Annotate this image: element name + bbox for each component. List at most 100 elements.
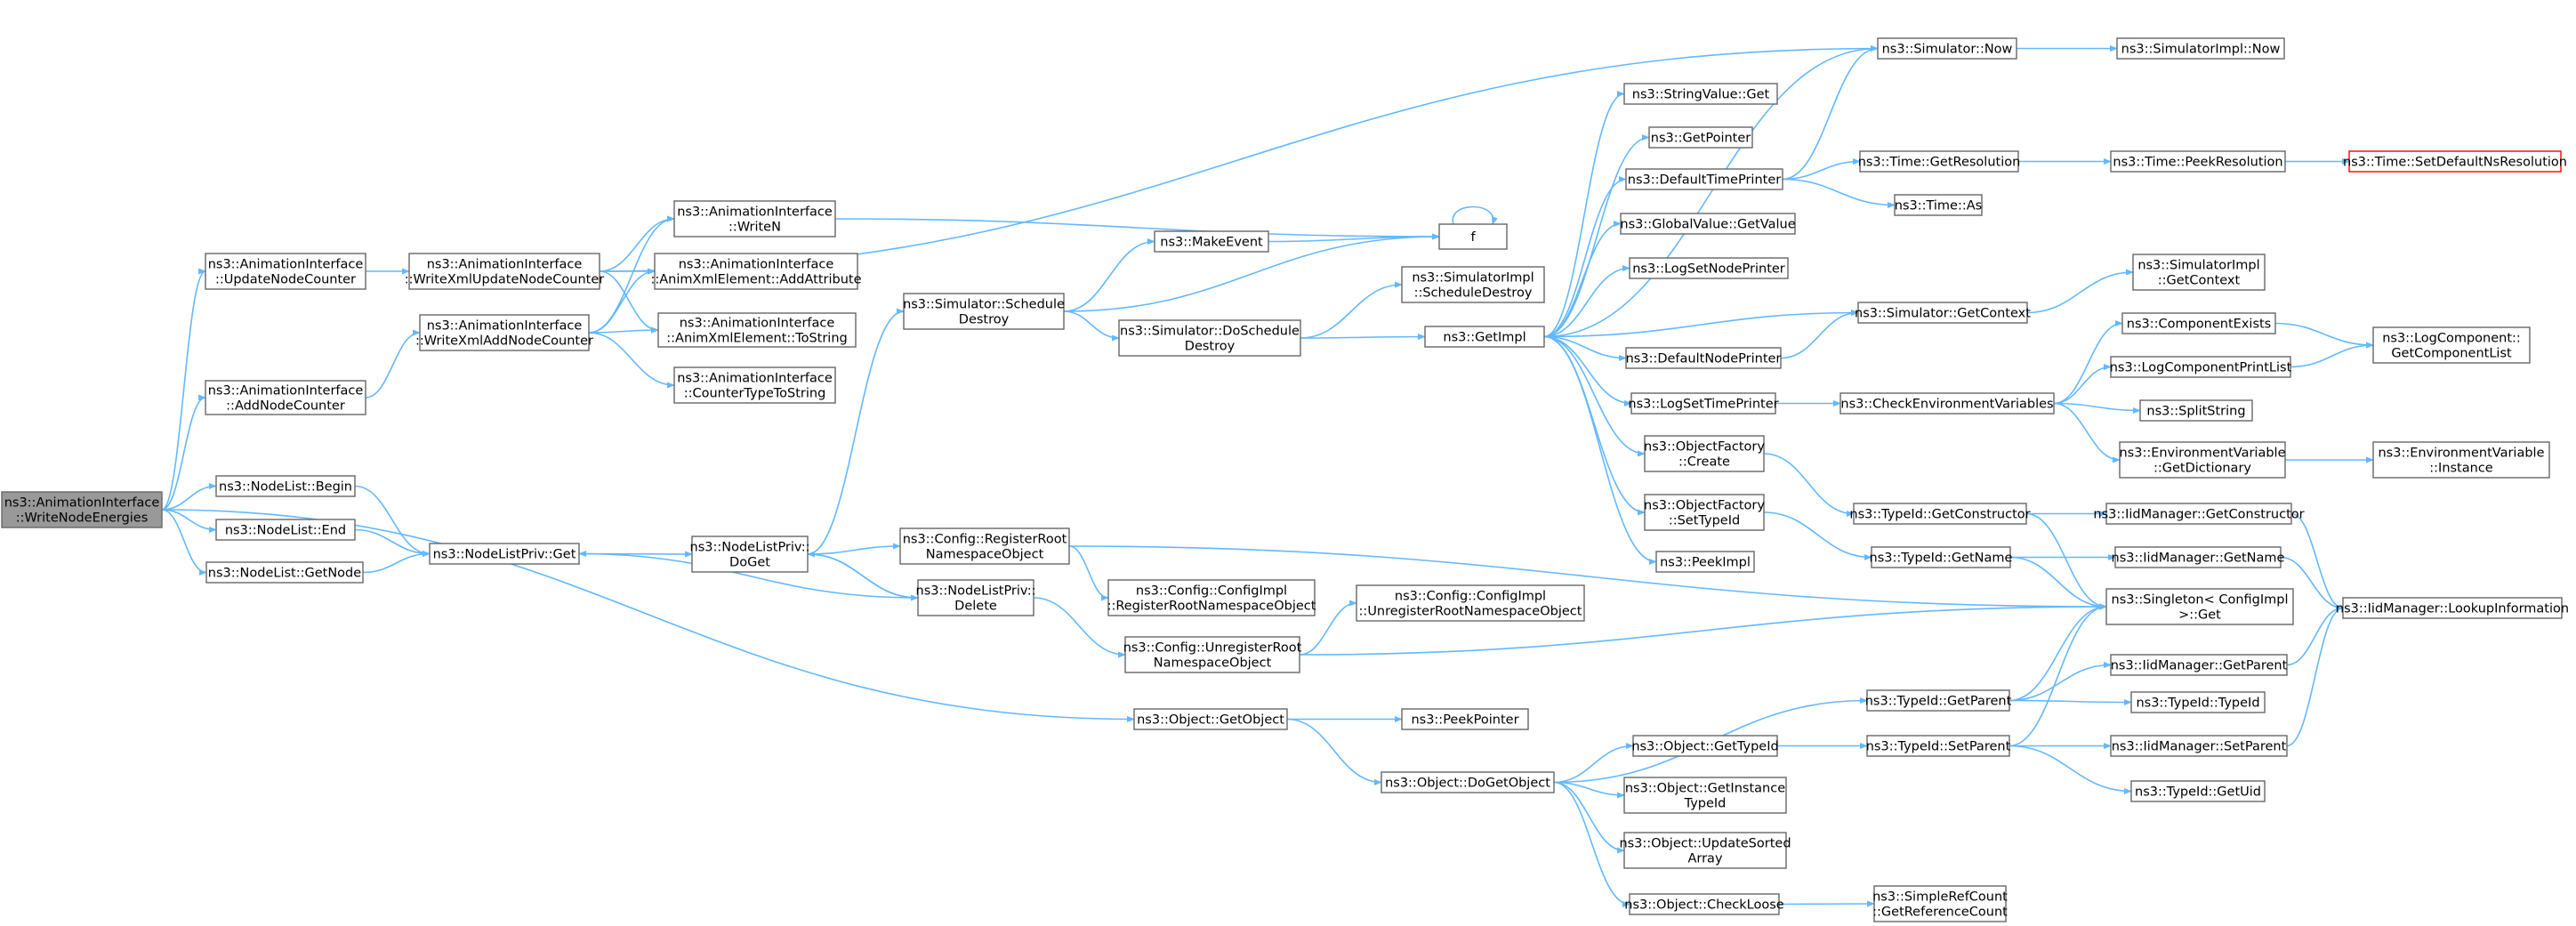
node-simimpl-now[interactable]: ns3::SimulatorImpl::Now	[2116, 37, 2285, 60]
node-f[interactable]: f	[1438, 223, 1508, 250]
node-time-as[interactable]: ns3::Time::As	[1894, 194, 1983, 216]
node-label: ns3::AnimationInterface	[427, 319, 583, 334]
node-sim-schedd[interactable]: ns3::Simulator::ScheduleDestroy	[903, 293, 1065, 330]
node-obj-dogetobject[interactable]: ns3::Object::DoGetObject	[1381, 771, 1555, 793]
node-box	[1859, 150, 2019, 173]
node-getimpl[interactable]: ns3::GetImpl	[1424, 326, 1545, 348]
node-logcomp-getlist[interactable]: ns3::LogComponent::GetComponentList	[2372, 326, 2531, 364]
node-globalval[interactable]: ns3::GlobalValue::GetValue	[1620, 213, 1796, 235]
node-iidm-lookup[interactable]: ns3::IidManager::LookupInformation	[2336, 597, 2569, 619]
node-wx-add[interactable]: ns3::AnimationInterface::WriteXmlAddNode…	[415, 314, 593, 351]
node-sim-now[interactable]: ns3::Simulator::Now	[1877, 37, 2017, 60]
node-peekimpl[interactable]: ns3::PeekImpl	[1655, 551, 1755, 573]
node-tid-typeid[interactable]: ns3::TypeId::TypeId	[2130, 691, 2266, 713]
node-label: ns3::PeekPointer	[1411, 713, 1518, 728]
node-nl-getnode[interactable]: ns3::NodeList::GetNode	[205, 561, 364, 584]
node-iidm-setparent[interactable]: ns3::IidManager::SetParent	[2110, 735, 2288, 757]
node-label: Destroy	[959, 313, 1010, 327]
node-box	[1118, 319, 1301, 357]
node-label: GetComponentList	[2391, 347, 2512, 361]
node-nl-begin[interactable]: ns3::NodeList::Begin	[215, 475, 356, 497]
node-obj-gettid[interactable]: ns3::Object::GetTypeId	[1631, 735, 1779, 757]
node-addattr[interactable]: ns3::AnimationInterface::AnimXmlElement:…	[650, 253, 862, 290]
node-cfg-unreg[interactable]: ns3::Config::UnregisterRootNamespaceObje…	[1123, 636, 1302, 673]
node-time-peekres[interactable]: ns3::Time::PeekResolution	[2110, 150, 2286, 173]
node-box	[2130, 691, 2266, 713]
node-peekpointer[interactable]: ns3::PeekPointer	[1401, 708, 1529, 730]
node-nlp-delete[interactable]: ns3::NodeListPriv::Delete	[916, 579, 1036, 616]
node-label: ns3::AnimationInterface	[679, 258, 834, 272]
node-label: ns3::ComponentExists	[2127, 318, 2272, 332]
node-iidm-getparent[interactable]: ns3::IidManager::GetParent	[2110, 654, 2288, 676]
node-strval[interactable]: ns3::StringValue::Get	[1623, 83, 1778, 105]
node-of-create[interactable]: ns3::ObjectFactory::Create	[1644, 435, 1765, 472]
node-ctype[interactable]: ns3::AnimationInterface::CounterTypeToSt…	[673, 366, 836, 404]
node-splitstring[interactable]: ns3::SplitString	[2139, 399, 2253, 422]
node-label: f	[1470, 230, 1476, 245]
edge-nlp-doget-to-sim-schedd	[807, 308, 905, 555]
node-label: ::GetContext	[2158, 274, 2241, 288]
edge-cfg-reg-to-singleton	[1068, 545, 2107, 610]
edge-deftp-to-time-as	[1782, 178, 1896, 209]
node-tid-getctor[interactable]: ns3::TypeId::GetConstructor	[1849, 503, 2031, 525]
node-srefcount[interactable]: ns3::SimpleRefCount::GetReferenceCount	[1872, 885, 2008, 922]
node-compexists[interactable]: ns3::ComponentExists	[2121, 312, 2276, 334]
node-logcompprint[interactable]: ns3::LogComponentPrintList	[2110, 356, 2292, 378]
node-box	[1866, 735, 2010, 757]
node-simimpl-sched[interactable]: ns3::SimulatorImpl::ScheduleDestroy	[1401, 266, 1545, 303]
node-nlp-doget[interactable]: ns3::NodeListPriv::DoGet	[690, 535, 810, 573]
edge-obj-dogetobject-to-obj-checkloose	[1553, 781, 1630, 908]
node-makeevent[interactable]: ns3::MakeEvent	[1154, 230, 1269, 253]
node-sim-getctx[interactable]: ns3::Simulator::GetContext	[1855, 302, 2031, 324]
edge-obj-getobject-to-obj-dogetobject	[1286, 718, 1382, 786]
node-box	[1629, 257, 1789, 279]
node-envvar-instance[interactable]: ns3::EnvironmentVariable::Instance	[2372, 441, 2550, 479]
node-deftp[interactable]: ns3::DefaultTimePrinter	[1625, 168, 1783, 190]
node-nl-end[interactable]: ns3::NodeList::End	[215, 519, 356, 541]
node-tid-getname[interactable]: ns3::TypeId::GetName	[1870, 546, 2013, 568]
node-tid-getparent[interactable]: ns3::TypeId::GetParent	[1865, 689, 2012, 712]
edge-deftp-to-time-getres	[1782, 157, 1861, 181]
node-of-settid[interactable]: ns3::ObjectFactory::SetTypeId	[1644, 494, 1765, 531]
node-iidm-getctor[interactable]: ns3::IidManager::GetConstructor	[2093, 503, 2305, 525]
node-time-setdef[interactable]: ns3::Time::SetDefaultNsResolution	[2343, 150, 2567, 173]
node-box	[1424, 326, 1545, 348]
node-tostring[interactable]: ns3::AnimationInterface::AnimXmlElement:…	[657, 312, 857, 348]
node-logsettp[interactable]: ns3::LogSetTimePrinter	[1628, 392, 1779, 415]
node-simimpl-getctx[interactable]: ns3::SimulatorImpl::GetContext	[2132, 254, 2266, 291]
node-singleton[interactable]: ns3::Singleton< ConfigImpl >::Get	[2105, 588, 2294, 625]
node-box	[1644, 435, 1765, 472]
node-cfgimpl-unreg[interactable]: ns3::Config::ConfigImpl::UnregisterRootN…	[1356, 584, 1585, 622]
node-add-counter[interactable]: ns3::AnimationInterface::AddNodeCounter	[205, 380, 366, 415]
node-wx-update[interactable]: ns3::AnimationInterface::WriteXmlUpdateN…	[405, 253, 604, 290]
node-label: ns3::AnimationInterface	[677, 205, 833, 220]
node-tid-getuid[interactable]: ns3::TypeId::GetUid	[2130, 780, 2266, 802]
node-envvar-getdict[interactable]: ns3::EnvironmentVariable::GetDictionary	[2119, 441, 2286, 479]
node-label: NamespaceObject	[926, 548, 1044, 562]
node-label: ns3::TypeId::GetParent	[1865, 695, 2012, 709]
node-box	[1401, 266, 1545, 303]
node-obj-getobject[interactable]: ns3::Object::GetObject	[1133, 708, 1288, 730]
node-obj-checkloose[interactable]: ns3::Object::CheckLoose	[1624, 893, 1784, 915]
edge-root-to-nl-begin	[161, 482, 217, 511]
node-box	[205, 253, 366, 290]
node-logsetnp[interactable]: ns3::LogSetNodePrinter	[1629, 257, 1789, 279]
node-checkenv[interactable]: ns3::CheckEnvironmentVariables	[1839, 392, 2055, 415]
node-cfg-reg[interactable]: ns3::Config::RegisterRootNamespaceObject	[899, 527, 1070, 565]
node-time-getres[interactable]: ns3::Time::GetResolution	[1858, 150, 2021, 173]
node-nlp-get[interactable]: ns3::NodeListPriv::Get	[429, 543, 580, 565]
node-iidm-getname[interactable]: ns3::IidManager::GetName	[2112, 546, 2285, 568]
node-writen[interactable]: ns3::AnimationInterface::WriteN	[673, 200, 836, 238]
node-box	[657, 312, 857, 348]
node-getpointer[interactable]: ns3::GetPointer	[1648, 126, 1753, 149]
node-upd-counter[interactable]: ns3::AnimationInterface::UpdateNodeCount…	[205, 253, 366, 290]
node-defnp[interactable]: ns3::DefaultNodePrinter	[1625, 347, 1782, 369]
edge-root-to-upd-counter	[161, 268, 206, 511]
node-box	[1857, 302, 2028, 324]
node-cfgimpl-reg[interactable]: ns3::Config::ConfigImpl::RegisterRootNam…	[1107, 579, 1316, 616]
node-tid-setparent[interactable]: ns3::TypeId::SetParent	[1866, 735, 2011, 757]
node-root[interactable]: ns3::AnimationInterface::WriteNodeEnergi…	[1, 491, 163, 528]
